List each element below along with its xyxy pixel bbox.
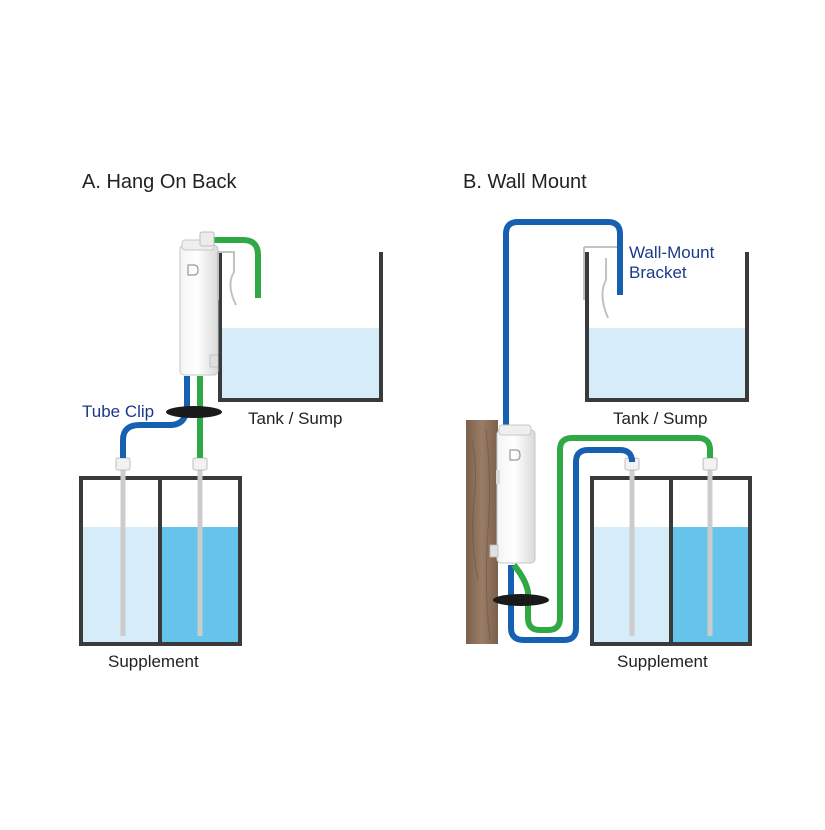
hang-bracket-a — [217, 251, 237, 306]
doser-b-cap — [498, 424, 532, 436]
doser-b-wall-clip — [496, 470, 500, 484]
tube-b-blue-output — [503, 219, 623, 432]
logo-icon — [509, 449, 521, 461]
logo-icon — [187, 264, 199, 276]
tube-clip-b — [493, 594, 549, 606]
tank-b-water — [589, 328, 745, 398]
tank-b — [585, 252, 749, 402]
doser-unit-b — [489, 424, 536, 564]
supplement-b-cap-right — [702, 457, 718, 471]
doser-a-outlet-fitting — [199, 231, 215, 247]
tube-a-green-output — [214, 237, 261, 298]
tube-b-blue-intake — [508, 447, 635, 643]
wood-wall — [466, 420, 498, 644]
supplement-a-cap-left — [115, 457, 131, 471]
wood-grain — [471, 429, 491, 641]
tube-clip-label: Tube Clip — [82, 402, 154, 421]
doser-unit-a — [179, 231, 237, 376]
tube-b-green-intake — [511, 435, 713, 633]
tank-a-water — [222, 328, 379, 398]
tube-clip-a — [166, 406, 222, 418]
wall-mount-bracket — [583, 246, 621, 319]
panel-hang-on-back: A. Hang On Back Tank / Sump Supplement T… — [79, 171, 383, 671]
doser-a-vent — [209, 354, 219, 368]
supplement-a — [79, 457, 242, 646]
bracket-label-line1: Wall-Mount — [629, 243, 715, 262]
panel-wall-mount: B. Wall Mount Tank / Sump Wall-Mount Bra… — [463, 171, 752, 671]
supplement-a-label: Supplement — [108, 652, 199, 671]
bracket-label-line2: Bracket — [629, 263, 687, 282]
doser-b-vent — [489, 544, 499, 558]
tank-a — [218, 252, 383, 402]
tank-b-walls — [585, 252, 749, 402]
panel-b-title: B. Wall Mount — [463, 171, 587, 193]
tank-b-label: Tank / Sump — [613, 409, 708, 428]
tank-a-walls — [218, 252, 383, 402]
supplement-b — [590, 457, 752, 646]
supplement-b-label: Supplement — [617, 652, 708, 671]
supplement-a-cap-right — [192, 457, 208, 471]
tank-a-label: Tank / Sump — [248, 409, 343, 428]
panel-a-title: A. Hang On Back — [82, 171, 238, 193]
